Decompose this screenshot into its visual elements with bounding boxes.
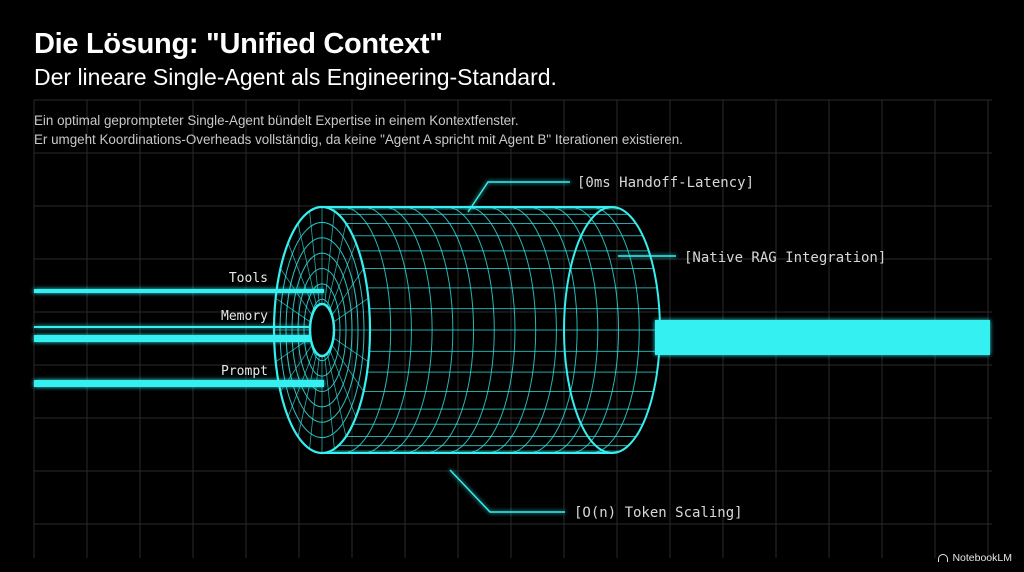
cylinder-front-spoke <box>280 268 315 318</box>
tools-label: Tools <box>229 271 268 286</box>
top-callout-label: [0ms Handoff-Latency] <box>577 175 754 191</box>
cylinder-front-spoke <box>275 297 313 324</box>
context-cylinder <box>272 205 661 455</box>
memory-input-bar-thin <box>34 326 324 328</box>
cylinder-front-spoke <box>309 353 320 449</box>
cylinder-front-spoke <box>280 342 315 392</box>
cylinder-front-spoke <box>275 336 313 363</box>
output-bar <box>655 320 990 355</box>
cylinder-hub <box>308 302 336 358</box>
description: Ein optimal geprompteter Single-Agent bü… <box>34 111 683 149</box>
bottom-callout-leader <box>449 469 565 513</box>
cylinder-front-spoke <box>329 268 364 318</box>
memory-input-bar <box>34 335 324 342</box>
tools-input-bar <box>34 289 324 293</box>
brand-label: NotebookLM <box>952 552 1012 564</box>
description-line-1: Ein optimal geprompteter Single-Agent bü… <box>34 113 519 128</box>
cylinder-front-spoke <box>324 211 335 307</box>
bottom-callout-label: [O(n) Token Scaling] <box>574 505 743 521</box>
prompt-label: Prompt <box>221 364 268 379</box>
cylinder-front-spoke <box>331 297 369 324</box>
page-title: Die Lösung: "Unified Context" <box>34 28 443 60</box>
notebooklm-badge: NotebookLM <box>938 552 1012 564</box>
callout-leaders <box>449 181 676 513</box>
right-callout-label: [Native RAG Integration] <box>684 250 886 266</box>
cylinder-front-spoke <box>297 223 318 309</box>
prompt-input-bar <box>34 380 324 387</box>
cylinder-front-spoke <box>324 353 335 449</box>
cylinder-front-spoke <box>329 342 364 392</box>
notebooklm-logo-icon <box>938 554 949 562</box>
top-callout-leader <box>467 181 570 213</box>
cylinder-front-spoke <box>287 242 316 313</box>
cylinder-front-spoke <box>297 351 318 437</box>
cylinder-front-spoke <box>326 223 347 309</box>
cylinder-front-spoke <box>328 347 357 418</box>
cylinder-front-spoke <box>328 242 357 313</box>
input-lines <box>34 289 324 387</box>
cylinder-front-spoke <box>287 347 316 418</box>
memory-label: Memory <box>221 309 268 324</box>
description-line-2: Er umgeht Koordinations-Overheads vollst… <box>34 132 683 147</box>
page-subtitle: Der lineare Single-Agent als Engineering… <box>34 64 557 90</box>
cylinder-front-spoke <box>331 336 369 363</box>
cylinder-front-spoke <box>326 351 347 437</box>
cylinder-front-spoke <box>309 211 320 307</box>
